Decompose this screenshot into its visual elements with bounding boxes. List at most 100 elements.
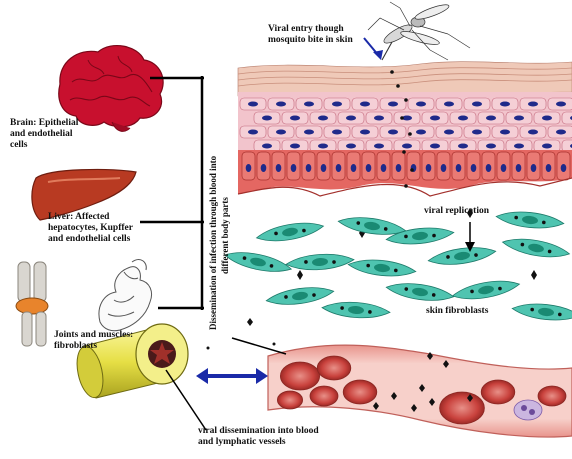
cell-nucleus bbox=[248, 102, 258, 107]
cell-nucleus bbox=[276, 102, 286, 107]
cell-nucleus bbox=[318, 144, 328, 149]
cell-nucleus bbox=[546, 164, 552, 172]
cell-nucleus bbox=[388, 130, 398, 135]
fibroblast-cell bbox=[223, 248, 293, 277]
cell-nucleus bbox=[388, 102, 398, 107]
cell-nucleus bbox=[458, 116, 468, 121]
red-blood-cell bbox=[277, 391, 302, 409]
cell-nucleus bbox=[456, 164, 462, 172]
cell-nucleus bbox=[486, 164, 492, 172]
dissemination-vertical-label: Dissemination of infection through blood… bbox=[205, 62, 231, 332]
blood-dissemination-label: viral dissemination into blood and lymph… bbox=[198, 426, 398, 448]
cell-nucleus bbox=[291, 164, 297, 172]
red-blood-cell bbox=[440, 392, 485, 424]
red-blood-cell bbox=[481, 380, 515, 404]
cell-nucleus bbox=[430, 116, 440, 121]
viral-entry-label: Viral entry though mosquito bite in skin bbox=[268, 24, 418, 46]
cell-nucleus bbox=[351, 164, 357, 172]
cell-nucleus bbox=[360, 130, 370, 135]
cell-nucleus bbox=[276, 164, 282, 172]
cell-nucleus bbox=[441, 164, 447, 172]
fibroblast-cell bbox=[265, 284, 334, 308]
liver-label: Liver: Affected hepatocytes, Kupffer and… bbox=[48, 212, 178, 245]
cell-nucleus bbox=[500, 130, 510, 135]
red-blood-cell bbox=[280, 362, 319, 390]
fibroblast-cell bbox=[255, 219, 325, 246]
cell-nucleus bbox=[262, 144, 272, 149]
cell-nucleus bbox=[381, 164, 387, 172]
cell-nucleus bbox=[248, 130, 258, 135]
cell-nucleus bbox=[374, 144, 384, 149]
cell-nucleus bbox=[430, 144, 440, 149]
fibroblast-cell bbox=[286, 252, 355, 272]
cell-nucleus bbox=[528, 102, 538, 107]
cell-nucleus bbox=[346, 144, 356, 149]
cell-nucleus bbox=[366, 164, 372, 172]
cell-nucleus bbox=[396, 164, 402, 172]
cell-nucleus bbox=[306, 164, 312, 172]
fibroblast-cell bbox=[501, 235, 571, 262]
cell-nucleus bbox=[556, 102, 566, 107]
vertical-label-line1: Dissemination of infection through blood… bbox=[208, 156, 218, 330]
cell-nucleus bbox=[290, 116, 300, 121]
cell-nucleus bbox=[444, 102, 454, 107]
cell-nucleus bbox=[486, 144, 496, 149]
cell-nucleus bbox=[500, 102, 510, 107]
cell-nucleus bbox=[276, 130, 286, 135]
vertical-label-line2: different body parts bbox=[220, 197, 230, 274]
cell-nucleus bbox=[542, 144, 552, 149]
cell-nucleus bbox=[472, 130, 482, 135]
cell-nucleus bbox=[486, 116, 496, 121]
skin-fibroblasts bbox=[223, 209, 572, 323]
fibroblast-cell bbox=[347, 257, 416, 279]
cell-nucleus bbox=[346, 116, 356, 121]
viral-replication-label: viral replication bbox=[424, 206, 489, 217]
cell-nucleus bbox=[318, 116, 328, 121]
cell-nucleus bbox=[458, 144, 468, 149]
fibroblast-cell bbox=[322, 300, 391, 320]
skin-tissue bbox=[238, 62, 572, 196]
cell-nucleus bbox=[304, 130, 314, 135]
cell-nucleus bbox=[416, 102, 426, 107]
cell-nucleus bbox=[542, 116, 552, 121]
cell-nucleus bbox=[290, 144, 300, 149]
cell-nucleus bbox=[336, 164, 342, 172]
cell-nucleus bbox=[402, 144, 412, 149]
cell-nucleus bbox=[514, 116, 524, 121]
fibroblast-cell bbox=[385, 280, 454, 304]
joints-label: Joints and muscles: fibroblasts bbox=[54, 330, 194, 352]
skin-fibroblasts-label: skin fibroblasts bbox=[426, 306, 488, 317]
cell-nucleus bbox=[444, 130, 454, 135]
red-blood-cell bbox=[317, 356, 351, 380]
cell-nucleus bbox=[528, 130, 538, 135]
fibroblast-cell bbox=[451, 277, 521, 304]
cell-nucleus bbox=[531, 164, 537, 172]
red-blood-cell bbox=[538, 386, 566, 406]
fibroblast-cell bbox=[511, 301, 572, 323]
cell-nucleus bbox=[516, 164, 522, 172]
joint-icon bbox=[16, 262, 48, 346]
cell-nucleus bbox=[514, 144, 524, 149]
cell-nucleus bbox=[426, 164, 432, 172]
cell-nucleus bbox=[332, 102, 342, 107]
cell-nucleus bbox=[360, 102, 370, 107]
cell-nucleus bbox=[472, 102, 482, 107]
red-blood-cell bbox=[343, 380, 377, 404]
cell-nucleus bbox=[501, 164, 507, 172]
cell-nucleus bbox=[374, 116, 384, 121]
double-arrow-icon bbox=[196, 368, 268, 384]
cell-nucleus bbox=[471, 164, 477, 172]
cell-nucleus bbox=[246, 164, 252, 172]
cell-nucleus bbox=[262, 116, 272, 121]
arm-muscle-icon bbox=[99, 260, 152, 331]
blood-vessel bbox=[268, 345, 572, 437]
cell-nucleus bbox=[304, 102, 314, 107]
fibroblast-cell bbox=[427, 244, 496, 268]
cell-nucleus bbox=[321, 164, 327, 172]
brain-label: Brain: Epithelial and endothelial cells bbox=[10, 118, 120, 151]
cell-nucleus bbox=[261, 164, 267, 172]
cell-nucleus bbox=[416, 130, 426, 135]
fibroblast-cell bbox=[495, 209, 564, 231]
cell-nucleus bbox=[561, 164, 567, 172]
